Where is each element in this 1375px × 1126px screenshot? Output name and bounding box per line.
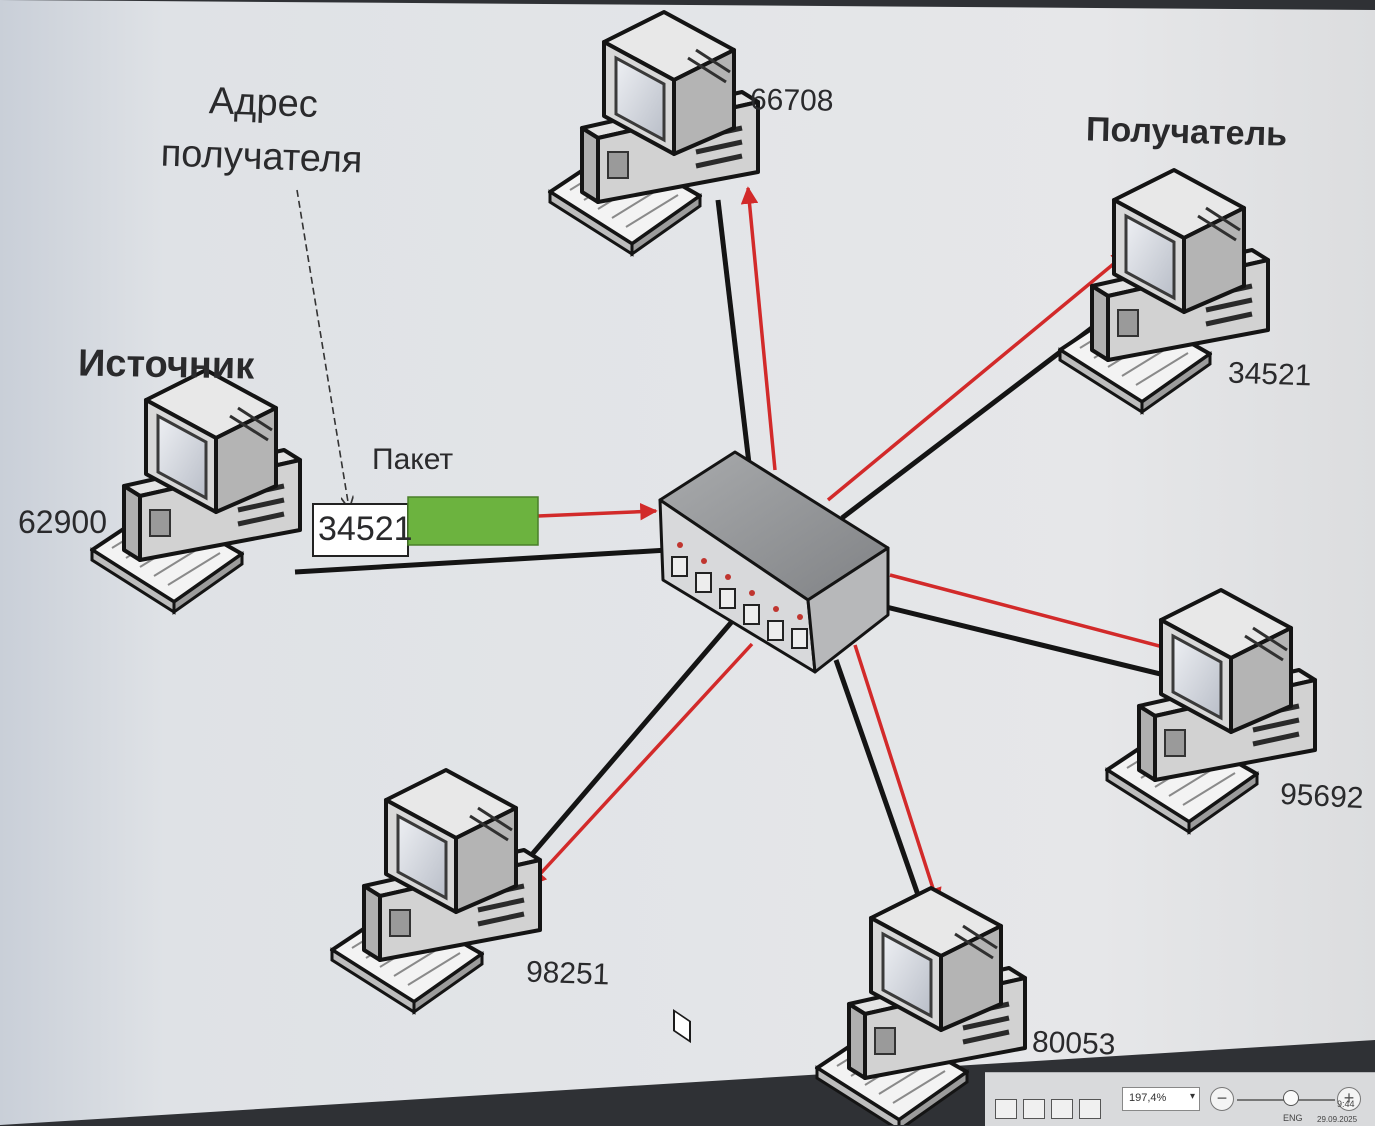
zoom-in-button[interactable]: + <box>1337 1087 1361 1111</box>
node-id-95692: 95692 <box>1279 777 1365 816</box>
node-id-34521: 34521 <box>1227 356 1313 393</box>
packet-address: 34521 <box>318 510 413 548</box>
status-bar: 197,4% ▾ − + ENG 9:44 29.09.2025 <box>985 1072 1375 1126</box>
chevron-down-icon: ▾ <box>1189 1091 1195 1102</box>
node-id-66708: 66708 <box>749 83 834 118</box>
node-id-80053: 80053 <box>1031 1025 1117 1062</box>
language-indicator[interactable]: ENG <box>1283 1113 1303 1123</box>
packet-address-box <box>312 503 409 557</box>
address-pointer <box>296 189 349 508</box>
node-id-62900: 62900 <box>18 504 107 540</box>
continuous-view-icon[interactable] <box>1023 1099 1045 1119</box>
recipient-label: Получатель <box>1085 110 1288 154</box>
packet-label: Пакет <box>372 443 454 476</box>
zoom-value: 197,4% <box>1129 1092 1167 1104</box>
packet-payload <box>407 496 539 546</box>
zoom-out-button[interactable]: − <box>1210 1087 1234 1111</box>
source-label: Источник <box>77 342 255 388</box>
packet <box>312 496 539 557</box>
zoom-slider-thumb[interactable] <box>1283 1090 1299 1106</box>
recipient-address-label: Адрес получателя <box>160 80 364 182</box>
zoom-select[interactable]: 197,4% ▾ <box>1122 1087 1200 1111</box>
two-page-view-icon[interactable] <box>1051 1099 1073 1119</box>
single-page-view-icon[interactable] <box>995 1099 1017 1119</box>
grid-view-icon[interactable] <box>1079 1099 1101 1119</box>
network-switch <box>658 450 890 1044</box>
node-id-98251: 98251 <box>525 955 611 992</box>
clock-time: 9:44 <box>1337 1099 1355 1109</box>
clock-date: 29.09.2025 <box>1317 1115 1358 1124</box>
